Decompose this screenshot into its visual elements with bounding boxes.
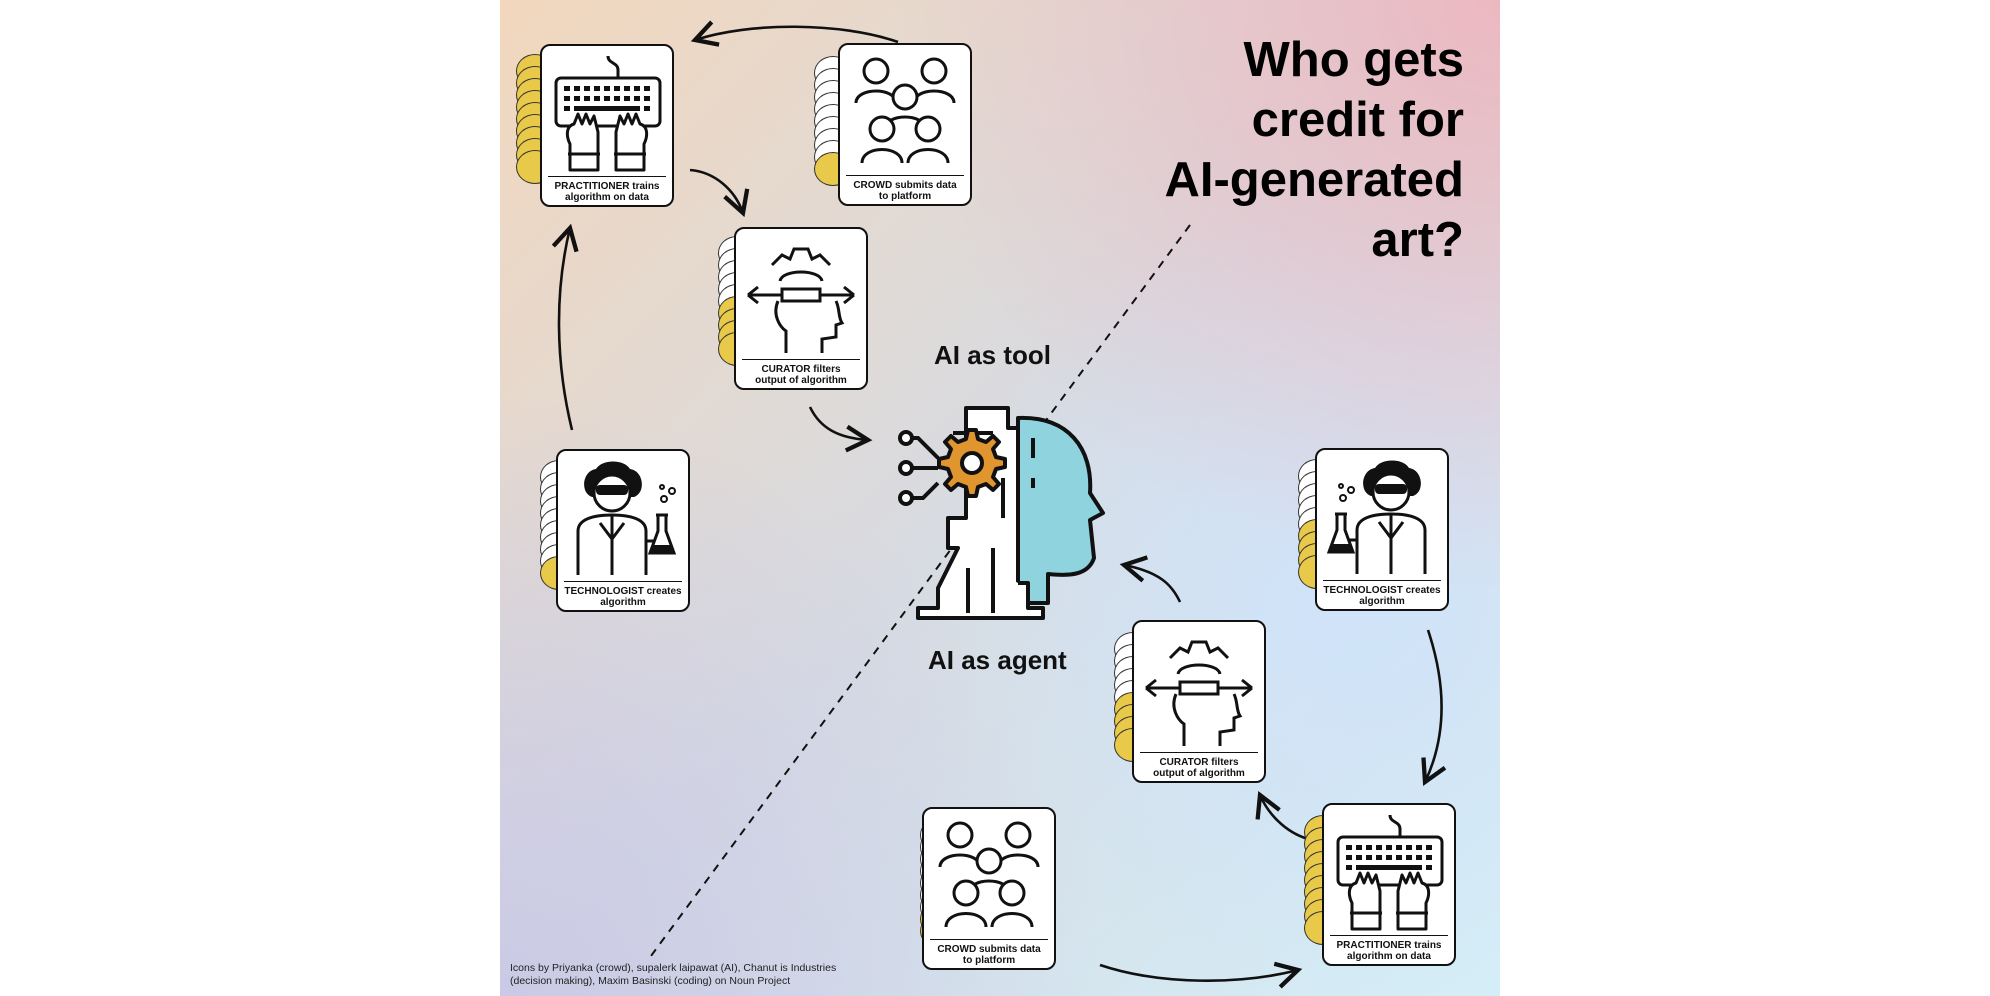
ai-head-icon: [898, 406, 1105, 620]
arrow-curator-to-ai-bottom: [1119, 555, 1182, 603]
credits-line-2: (decision making), Maxim Basinski (codin…: [510, 975, 791, 987]
scientist-icon: [576, 461, 677, 575]
title-line-1: Who gets: [1243, 33, 1464, 87]
icon-credits: Icons by Priyanka (crowd), supalerk laip…: [510, 962, 836, 988]
keyboard-hands-icon: [1336, 814, 1444, 931]
credits-line-1: Icons by Priyanka (crowd), supalerk laip…: [510, 962, 837, 974]
diagram-panel: Who gets credit for AI-generated art? AI…: [500, 0, 1500, 996]
crowd-icon: [938, 821, 1040, 928]
ai-as-agent-label: AI as agent: [928, 645, 1067, 675]
curator-head-gear-icon: [747, 247, 855, 353]
arrow-crowd-to-practitioner-bottom: [1099, 961, 1303, 989]
crowd-icon: [854, 57, 956, 164]
arrow-technologist-to-practitioner: [551, 223, 579, 431]
keyboard-hands-icon: [554, 55, 662, 172]
arrow-practitioner-to-curator: [689, 168, 750, 218]
arrow-crowd-to-practitioner: [690, 20, 899, 47]
page-title: Who gets credit for AI-generated art?: [1164, 30, 1464, 270]
title-line-3: AI-generated: [1164, 153, 1464, 207]
arrow-curator-to-ai: [808, 406, 873, 453]
ai-as-tool-label: AI as tool: [934, 340, 1052, 370]
title-line-2: credit for: [1251, 93, 1464, 147]
scientist-icon: [1326, 460, 1427, 574]
curator-head-gear-icon: [1145, 640, 1253, 746]
arrow-technologist-to-practitioner-bottom: [1421, 629, 1447, 786]
title-line-4: art?: [1371, 213, 1464, 267]
dashed-divider: [647, 224, 1191, 961]
arrows-layer: [551, 20, 1447, 989]
